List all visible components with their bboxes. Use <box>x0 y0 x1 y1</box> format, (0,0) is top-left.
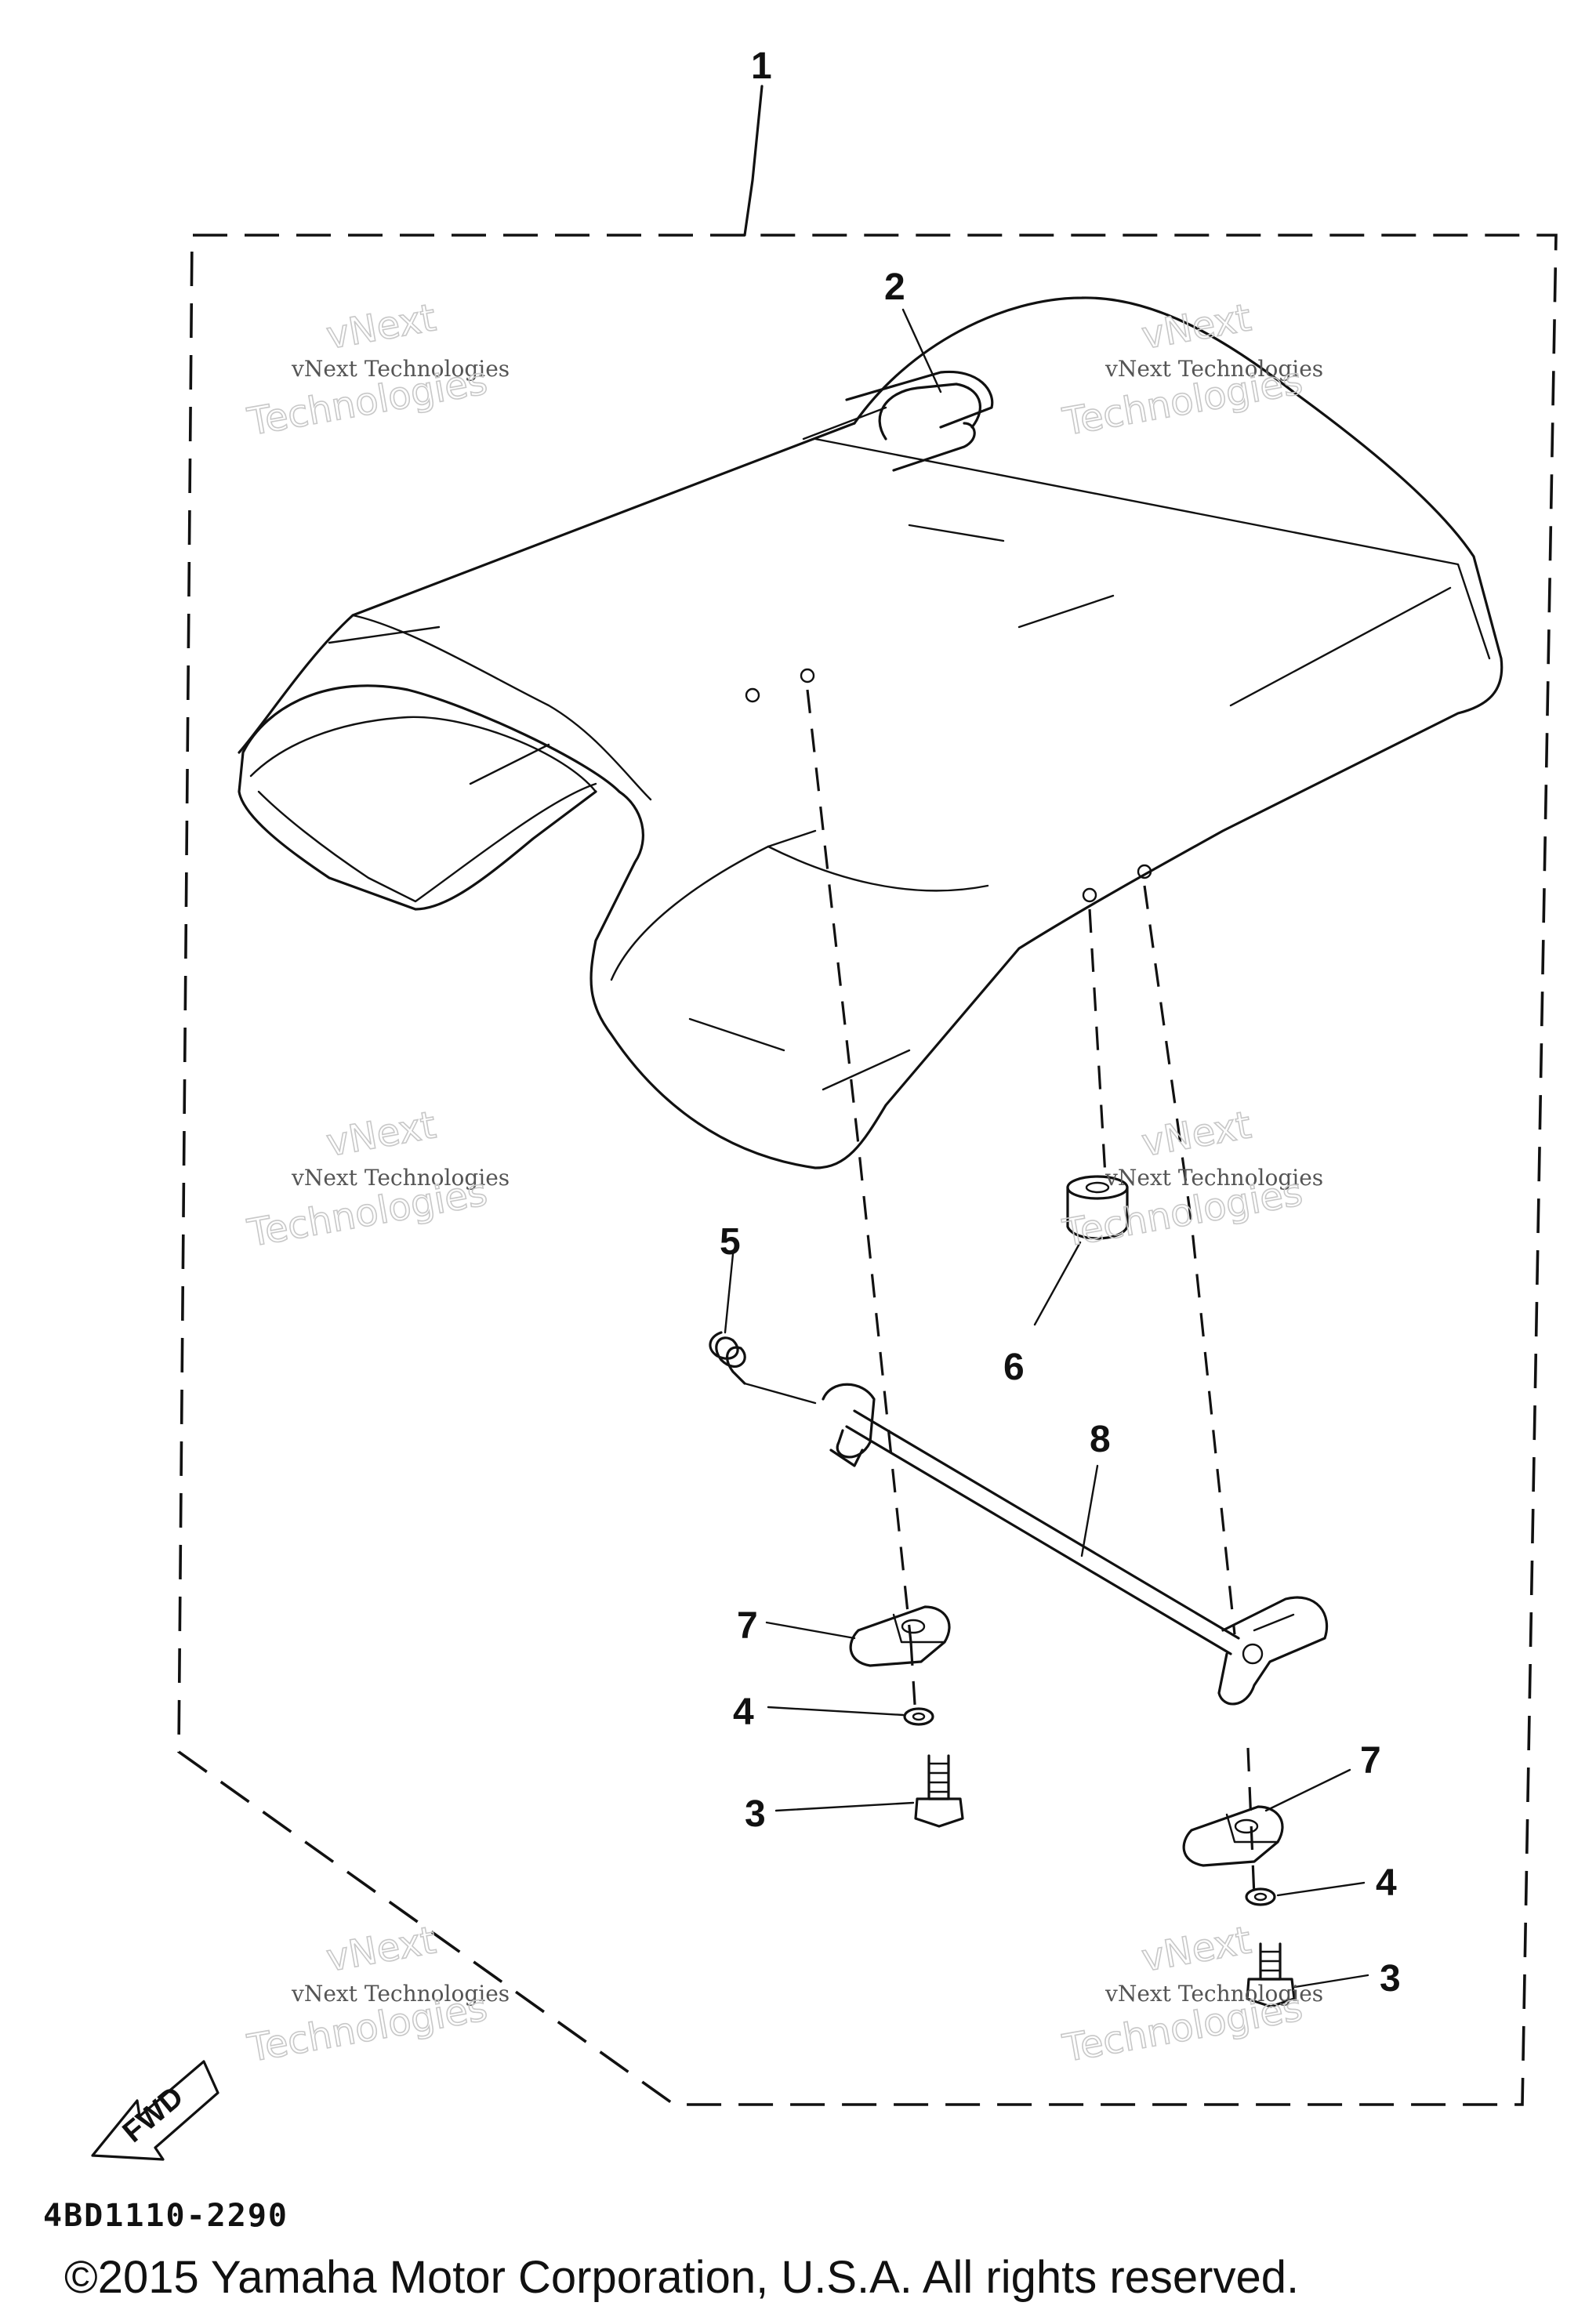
callout-5-leader <box>724 1253 735 1334</box>
callout-4-left-leader <box>767 1706 905 1717</box>
svg-text:vNext Technologies: vNext Technologies <box>1105 356 1323 382</box>
lock-rod-part-8 <box>822 1383 1329 1706</box>
svg-text:vNext: vNext <box>323 296 439 358</box>
svg-text:vNext: vNext <box>323 1918 439 1981</box>
svg-text:vNext: vNext <box>323 1103 439 1166</box>
assembly-boundary <box>177 234 1558 2106</box>
svg-text:vNext Technologies: vNext Technologies <box>291 1165 510 1191</box>
svg-text:vNext Technologies: vNext Technologies <box>1105 1981 1323 2007</box>
callout-7-left-leader <box>765 1621 856 1640</box>
fwd-arrow-icon: FWD <box>91 2060 219 2161</box>
washer-part-4-right <box>1245 1887 1276 1906</box>
callout-7-left: 7 <box>737 1605 758 1647</box>
bracket-part-7-left <box>849 1605 951 1667</box>
callout-2: 2 <box>884 266 905 308</box>
callout-1-leader <box>743 85 764 237</box>
damper-part-6 <box>1066 1175 1129 1240</box>
watermark-top-right: vNext vNext Technologies Technologies <box>1059 296 1324 445</box>
alignment-line-left <box>806 689 912 1643</box>
alignment-line-right <box>1143 885 1236 1635</box>
callout-6: 6 <box>1003 1347 1025 1388</box>
watermark-mid-right: vNext vNext Technologies Technologies <box>1059 1103 1324 1256</box>
bolt-part-3-left <box>914 1754 964 1828</box>
diagram-code: 4BD1110-2290 <box>43 2198 288 2234</box>
seat-hook-part-2 <box>802 370 994 472</box>
watermark-bottom-right: vNext vNext Technologies Technologies <box>1059 1918 1324 2072</box>
callout-4-right: 4 <box>1376 1862 1397 1904</box>
callout-3-right: 3 <box>1380 1958 1401 2000</box>
callout-3-left: 3 <box>745 1793 766 1835</box>
alignment-line-center <box>1088 908 1107 1177</box>
watermark-mid-left: vNext vNext Technologies Technologies <box>244 1103 510 1256</box>
svg-text:vNext: vNext <box>1138 1103 1254 1166</box>
watermark-top-left: vNext vNext Technologies Technologies <box>244 296 510 445</box>
svg-text:vNext Technologies: vNext Technologies <box>1105 1165 1323 1191</box>
callout-8: 8 <box>1090 1419 1111 1460</box>
svg-text:vNext: vNext <box>1138 296 1254 358</box>
seat-mount-holes <box>745 668 1152 903</box>
alignment-line-low-left <box>909 1641 917 1717</box>
svg-text:vNext Technologies: vNext Technologies <box>291 1981 510 2007</box>
watermark-bottom-left: vNext vNext Technologies Technologies <box>244 1918 510 2072</box>
callout-1: 1 <box>751 45 772 87</box>
callout-3-right-leader <box>1293 1974 1369 1989</box>
callout-4-left: 4 <box>733 1691 754 1733</box>
callout-7-right-leader <box>1264 1768 1351 1812</box>
alignment-line-low-right <box>1246 1747 1256 1898</box>
seat <box>238 296 1504 1169</box>
callout-6-leader <box>1033 1241 1082 1326</box>
svg-text:vNext: vNext <box>1138 1918 1254 1981</box>
callout-7-right: 7 <box>1360 1740 1381 1782</box>
callout-5: 5 <box>720 1221 741 1263</box>
callout-8-leader <box>1080 1464 1099 1557</box>
bolt-part-3-right <box>1246 1942 1296 2008</box>
callout-4-right-leader <box>1276 1881 1366 1897</box>
svg-text:FWD: FWD <box>117 2080 190 2149</box>
washer-part-4-left <box>903 1707 934 1726</box>
callout-2-leader <box>901 308 942 393</box>
svg-text:vNext Technologies: vNext Technologies <box>291 356 510 382</box>
copyright-text: ©2015 Yamaha Motor Corporation, U.S.A. A… <box>64 2252 1299 2303</box>
spring-part-5 <box>709 1331 817 1405</box>
bracket-part-7-right <box>1182 1805 1284 1867</box>
callout-3-left-leader <box>774 1801 915 1812</box>
